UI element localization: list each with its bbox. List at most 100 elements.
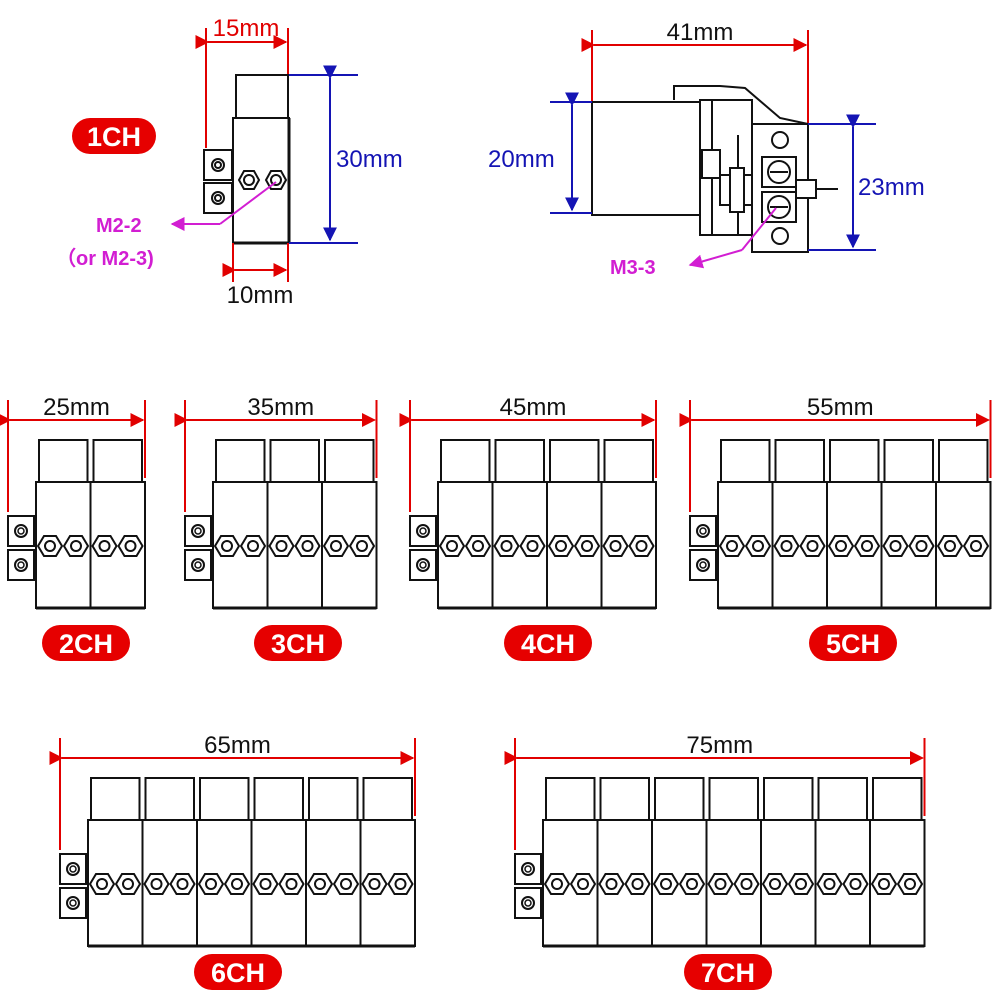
badge-label: 6CH	[211, 958, 265, 988]
screw-icon	[780, 540, 793, 552]
screw-icon	[915, 540, 928, 552]
screw-icon	[861, 540, 873, 552]
side-terminal	[689, 515, 717, 547]
relay-group-5ch: 55mm 5CH	[679, 394, 992, 661]
terminal-screw-icon	[69, 865, 77, 873]
terminal-screw-icon	[17, 561, 25, 569]
screw-icon	[686, 878, 698, 890]
relay-cap	[603, 439, 654, 483]
relay-cap	[90, 777, 141, 821]
screw-icon	[221, 540, 233, 552]
badge-pill	[809, 625, 897, 661]
screw-icon	[96, 878, 108, 890]
badge-label: 7CH	[701, 958, 755, 988]
relay-cap	[92, 439, 143, 483]
relay-cap	[549, 439, 600, 483]
height-dimension: 30mm	[289, 65, 403, 244]
width-label: 35mm	[247, 394, 314, 421]
screw-icon	[237, 170, 288, 190]
relay-cap	[774, 439, 825, 483]
screw-icon	[472, 540, 484, 552]
screw-icon	[150, 878, 163, 890]
relay-cap	[494, 439, 545, 483]
single-channel-view: 15mm 30mm	[56, 15, 403, 309]
terminal-screw-callout: M3-3	[610, 207, 777, 279]
relay-cap	[199, 777, 250, 821]
screw-icon	[714, 878, 727, 890]
channel-badge: 7CH	[684, 954, 772, 990]
screw-icon	[122, 878, 134, 890]
relay-cap	[545, 777, 596, 821]
relay-body	[232, 74, 291, 245]
screw-icon	[944, 540, 956, 552]
screw-icon	[795, 878, 807, 890]
screw-icon	[394, 878, 407, 890]
callout-label: M2-2	[96, 215, 142, 237]
screw-icon	[70, 540, 82, 552]
side-terminals	[203, 149, 233, 214]
length-label: 41mm	[667, 19, 734, 46]
relay-housing	[591, 85, 809, 236]
screw-icon	[752, 540, 764, 552]
terminal-screw-icon	[419, 527, 427, 535]
width-bottom-label: 10mm	[227, 282, 294, 309]
width-label: 45mm	[500, 394, 567, 421]
screw-icon	[176, 878, 189, 890]
screw-icon	[285, 878, 298, 890]
relay-cap	[883, 439, 934, 483]
channel-badge: 2CH	[42, 625, 130, 661]
width-label: 65mm	[204, 732, 271, 759]
width-bottom-dimension: 10mm	[222, 243, 294, 309]
screw-icon	[368, 878, 381, 890]
screw-icon	[231, 878, 243, 890]
screw-icon	[878, 878, 890, 890]
relay-cap	[215, 439, 266, 483]
terminal-screw-icon	[194, 561, 202, 569]
multi-channel-views: 25mm 2CH 35mm 3CH 45mm 4CH 55mm 5CH 65mm 6CH 75mm7…	[0, 394, 992, 990]
screw-icon	[44, 540, 56, 552]
channel-badge: 4CH	[504, 625, 592, 661]
screw-icon	[823, 878, 836, 890]
relay-group-2ch: 25mm 2CH	[0, 394, 146, 661]
badge-label: 1CH	[87, 122, 141, 152]
screw-icon	[555, 540, 567, 552]
terminal-screw-icon	[699, 527, 707, 535]
terminal-screw-icon	[194, 527, 202, 535]
screw-icon	[205, 878, 217, 890]
channel-badge: 5CH	[809, 625, 897, 661]
relay-cap	[269, 439, 320, 483]
terminal-height-label: 23mm	[858, 174, 925, 201]
screw-icon	[726, 540, 738, 552]
screw-icon	[806, 540, 819, 552]
channel-badge: 3CH	[254, 625, 342, 661]
terminal-height-dimension: 23mm	[808, 114, 925, 251]
screw-icon	[740, 878, 753, 890]
badge-pill	[684, 954, 772, 990]
badge-pill	[504, 625, 592, 661]
relay-cap	[817, 777, 868, 821]
screw-icon	[581, 540, 593, 552]
width-dimension: 45mm	[399, 394, 657, 512]
width-dimension: 55mm	[679, 394, 992, 512]
width-label: 25mm	[43, 394, 110, 421]
screw-icon	[330, 540, 342, 552]
terminal-screw-icon	[69, 899, 77, 907]
screw-callout: M2-2 （or M2-3)	[56, 181, 277, 270]
badge-pill	[42, 625, 130, 661]
screw-icon	[904, 878, 916, 890]
width-top-label: 15mm	[213, 15, 280, 42]
terminal-screw-icon	[524, 865, 532, 873]
badge-label: 4CH	[521, 629, 575, 659]
badge-label: 2CH	[59, 629, 113, 659]
screw-icon	[500, 540, 513, 552]
callout-alt-label: （or M2-3)	[56, 247, 154, 270]
body-height-label: 20mm	[488, 146, 555, 173]
badge-label: 3CH	[271, 629, 325, 659]
terminal-callout-label: M3-3	[610, 257, 656, 279]
screw-icon	[889, 540, 902, 552]
badge-pill	[194, 954, 282, 990]
screw-icon	[970, 540, 982, 552]
relay-cap	[144, 777, 195, 821]
relay-cap	[720, 439, 771, 483]
